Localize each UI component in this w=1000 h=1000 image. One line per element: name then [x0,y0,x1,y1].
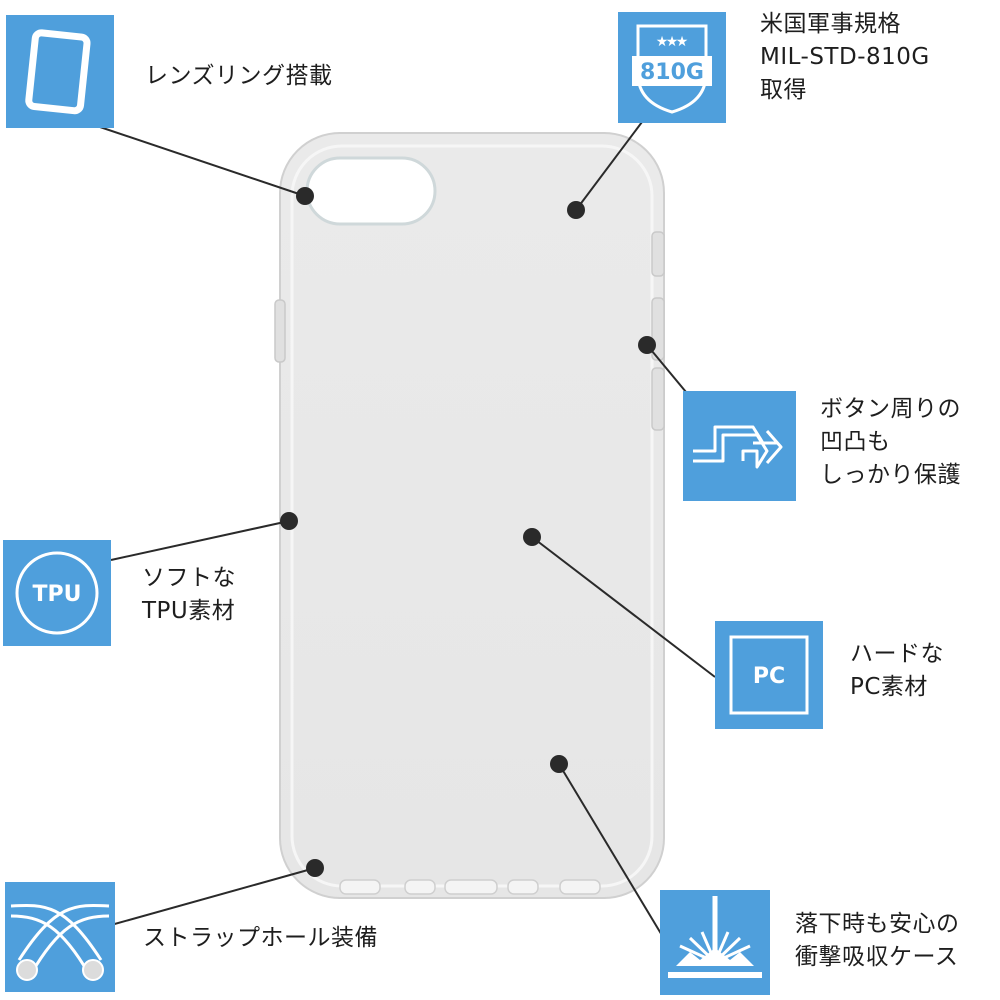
svg-text:810G: 810G [640,60,704,85]
svg-text:★: ★ [676,34,689,50]
strap-cord-icon [10,903,110,981]
impact-burst-icon [668,896,762,978]
pc-square-icon: PC [729,635,809,715]
tpu-circle-icon: TPU [15,551,99,635]
svg-text:★: ★ [666,34,679,50]
point-button [638,336,656,354]
point-tpu [280,512,298,530]
side-button-left [274,299,286,363]
svg-text:TPU: TPU [33,582,82,607]
lens-ring-badge [6,15,114,128]
side-button-right-low [651,367,665,431]
military-shield-icon: ★ ★ ★ 810G [632,24,712,114]
pc-badge: PC [715,621,823,729]
strap-hole-label: ストラップホール装備 [143,925,378,951]
strap-hole-badge [5,882,115,992]
button-protection-label: ボタン周りの 凹凸も しっかり保護 [820,396,961,488]
tpu-badge: TPU [3,540,111,646]
button-bump-arrow-icon [693,425,783,469]
shock-absorb-label: 落下時も安心の 衝撃吸収ケース [795,911,960,970]
button-protection-badge [683,391,796,501]
svg-text:PC: PC [753,664,785,689]
bottom-port-cutouts [339,879,601,895]
pc-label: ハードな PC素材 [850,641,944,700]
mil-std-label: 米国軍事規格 MIL-STD-810G 取得 [760,11,930,103]
lens-ring-icon [25,29,91,115]
shock-absorb-badge [660,890,770,995]
point-pc [523,528,541,546]
side-button-right-top [651,231,665,277]
point-strap [306,859,324,877]
point-mil-std [567,201,585,219]
lens-ring-label: レンズリング搭載 [145,63,333,89]
point-shock [550,755,568,773]
mil-std-badge: ★ ★ ★ 810G [618,12,726,123]
svg-text:★: ★ [656,34,669,50]
point-lens-ring [296,187,314,205]
tpu-label: ソフトな TPU素材 [142,565,236,624]
